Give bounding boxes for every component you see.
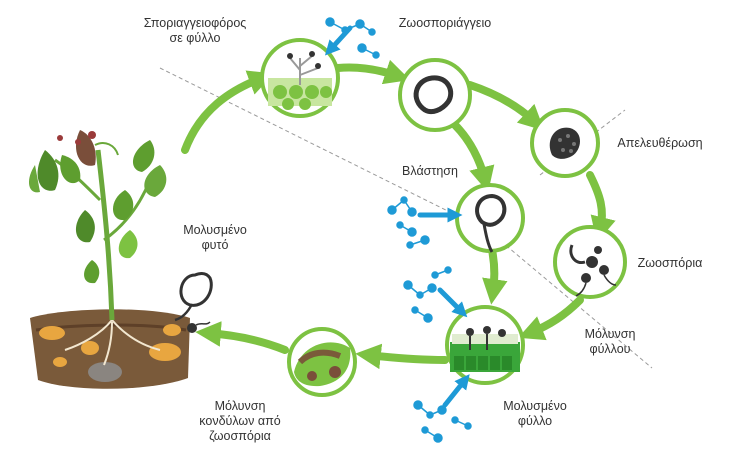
node-sporangiophore xyxy=(260,38,340,118)
arrow-release-to-zoospores xyxy=(586,171,616,243)
cycle-arrows xyxy=(181,59,616,370)
tuber xyxy=(53,357,67,367)
tuber xyxy=(39,326,65,340)
arrow-sporangiophore-to-zoosporangium xyxy=(334,59,411,85)
sporangium-icon xyxy=(475,193,507,227)
tuber-rotten xyxy=(88,362,122,382)
zoospore-icon xyxy=(586,256,598,268)
node-tuber-infection xyxy=(287,327,357,397)
node-germination xyxy=(455,183,525,253)
water-arrow-leaf xyxy=(437,287,468,318)
arrow-zoospores-to-leaf xyxy=(518,296,584,341)
label-release: Απελευθέρωση xyxy=(617,136,703,150)
potato-plant-icon xyxy=(28,130,190,389)
label-germination: Βλάστηση xyxy=(402,164,458,178)
tuber xyxy=(163,324,181,336)
water-molecule-icon xyxy=(413,400,472,443)
label-leaf-infection: Μόλυνση φύλλου xyxy=(584,327,636,356)
sporangium-icon xyxy=(413,75,454,115)
label-tuber-infection: Μόλυνση κονδύλων από ζωοσπόρια xyxy=(199,399,281,443)
dashed-line-lower xyxy=(489,231,653,369)
zoospore-icon xyxy=(594,246,602,254)
arrow-leaf-to-tuber xyxy=(355,343,449,370)
label-sporangiophore: Σποριαγγειοφόρος σε φύλλο xyxy=(143,16,247,45)
arrow-plant-to-sporangiophore xyxy=(181,70,274,154)
label-zoospores: Ζωοσπόρια xyxy=(637,256,703,270)
node-zoosporangium xyxy=(398,58,472,132)
node-infected-leaf xyxy=(445,305,525,385)
water-molecule-icon xyxy=(403,266,452,323)
tuber xyxy=(81,341,99,355)
water-molecule-icon xyxy=(325,17,380,59)
tuber xyxy=(149,343,181,361)
label-infected-plant: Μολυσμένο φυτό xyxy=(183,223,247,252)
node-release xyxy=(530,108,600,178)
water-molecule-icon xyxy=(387,196,430,249)
arrow-germination-to-leaf xyxy=(482,246,508,305)
arrow-zoosporangium-to-release xyxy=(466,81,545,131)
arrow-zoosporangium-to-germination xyxy=(451,121,495,193)
label-infected-leaf: Μολυσμένο φύλλο xyxy=(503,399,567,428)
node-zoospores xyxy=(553,225,627,299)
arrow-tuber-to-plant xyxy=(195,321,289,354)
dashed-line-upper xyxy=(159,67,491,233)
label-zoosporangium: Ζωοσποριάγγειο xyxy=(398,16,492,30)
sporangium-icon xyxy=(174,271,213,333)
zoospore-icon xyxy=(581,273,591,283)
zoospore-icon xyxy=(599,265,609,275)
water-arrow-leaf-lower xyxy=(442,374,470,408)
